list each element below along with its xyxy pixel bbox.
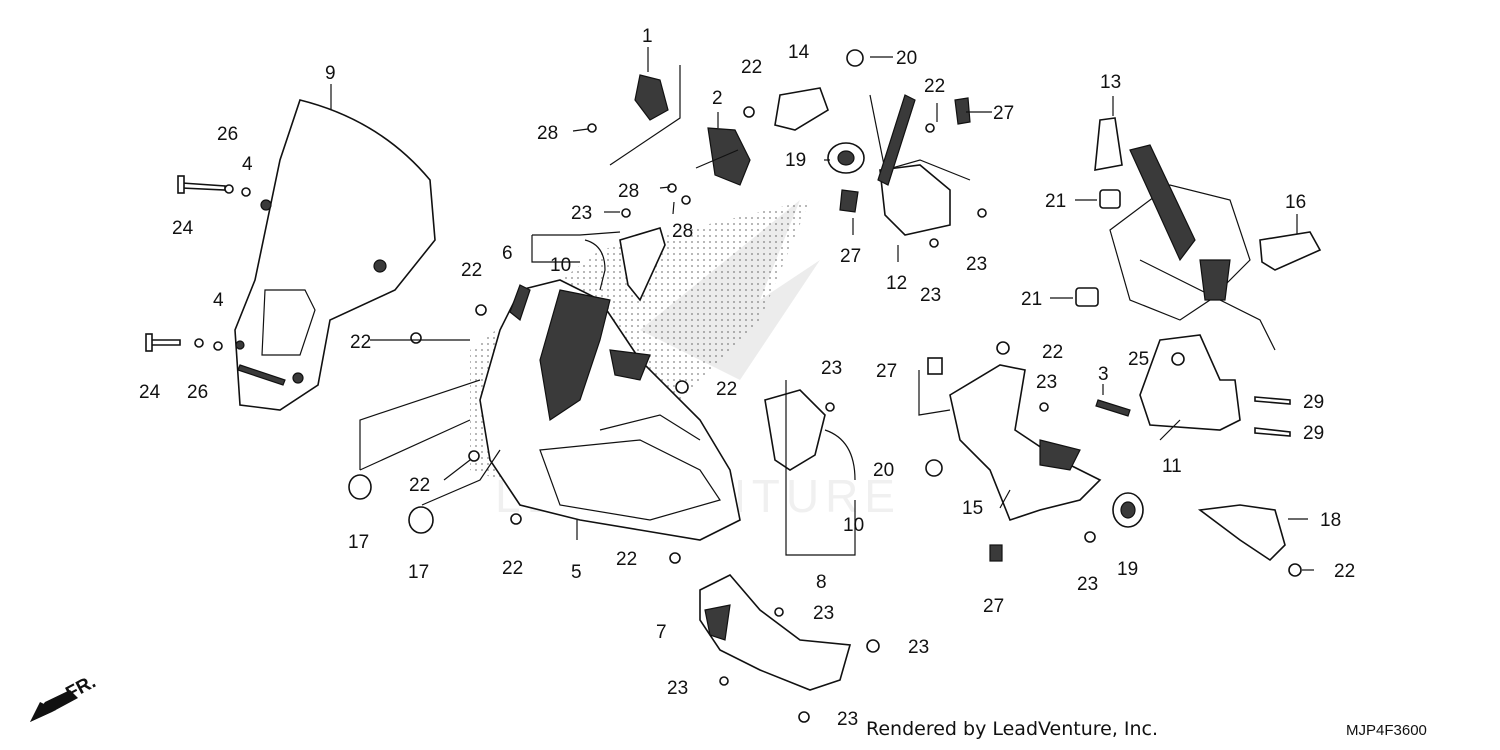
callout-18: 18 <box>1320 510 1341 531</box>
callout-23-h: 23 <box>908 637 929 658</box>
callout-23-g: 23 <box>813 603 834 624</box>
callout-22-a: 22 <box>741 57 762 78</box>
part-8-cover <box>764 389 856 481</box>
part-2-switch <box>695 127 751 186</box>
callout-25: 25 <box>1128 349 1149 370</box>
callout-9: 9 <box>325 63 336 84</box>
part-19-grommet-top <box>827 142 865 174</box>
callout-6: 6 <box>502 243 513 264</box>
leader-lines <box>330 47 1314 571</box>
callout-4-upper: 4 <box>242 154 253 175</box>
callout-21-upper: 21 <box>1045 191 1066 212</box>
callout-26-lower: 26 <box>187 382 208 403</box>
part-20-grommet-top <box>846 49 864 67</box>
callout-labels: 1 2 3 4 4 5 6 7 8 9 10 10 11 12 13 14 15… <box>139 26 1355 730</box>
callout-2: 2 <box>712 88 723 109</box>
part-6-bracket <box>584 227 666 302</box>
callout-27-c: 27 <box>876 361 897 382</box>
part-7-panel <box>699 574 852 691</box>
callout-17-left: 17 <box>348 532 369 553</box>
callout-21-lower: 21 <box>1021 289 1042 310</box>
diagram-code: MJP4F3600 <box>1346 722 1427 739</box>
part-16-bracket <box>1259 231 1322 271</box>
callout-28-b: 28 <box>618 181 639 202</box>
part-27-spring <box>954 97 971 125</box>
callout-23-a: 23 <box>571 203 592 224</box>
callout-23-c: 23 <box>920 285 941 306</box>
part-11-stay <box>1109 144 1276 431</box>
callout-22-f: 22 <box>716 379 737 400</box>
callout-22-i: 22 <box>616 549 637 570</box>
callout-20-lower: 20 <box>873 460 894 481</box>
callout-14: 14 <box>788 42 810 63</box>
callout-22-g: 22 <box>409 475 430 496</box>
callout-22-e: 22 <box>1042 342 1063 363</box>
callout-27-b: 27 <box>840 246 861 267</box>
callout-1: 1 <box>642 26 653 47</box>
callout-12: 12 <box>886 273 907 294</box>
callout-23-i: 23 <box>667 678 688 699</box>
callout-23-d: 23 <box>821 358 842 379</box>
part-18-bracket <box>1197 504 1286 562</box>
callout-23-j: 23 <box>837 709 858 730</box>
callout-8: 8 <box>816 572 827 593</box>
front-cowl <box>479 279 741 541</box>
callout-22-j: 22 <box>1334 561 1355 582</box>
callout-11: 11 <box>1162 456 1182 477</box>
part-15-bracket <box>949 364 1131 521</box>
callout-28-c: 28 <box>672 221 693 242</box>
part-17-grommets <box>348 474 434 534</box>
callout-7: 7 <box>656 622 667 643</box>
callout-17-right: 17 <box>408 562 429 583</box>
callout-27-d: 27 <box>983 596 1004 617</box>
callout-16: 16 <box>1285 192 1306 213</box>
callout-26-upper: 26 <box>217 124 238 145</box>
part-14-clip <box>774 87 829 131</box>
callout-22-c: 22 <box>461 260 482 281</box>
callout-19-upper: 19 <box>785 150 806 171</box>
callout-22-h: 22 <box>502 558 523 579</box>
callout-3: 3 <box>1098 364 1109 385</box>
callout-22-b: 22 <box>924 76 945 97</box>
callout-27-a: 27 <box>993 103 1014 124</box>
callout-23-f: 23 <box>1077 574 1098 595</box>
callout-28-a: 28 <box>537 123 558 144</box>
credit-text: Rendered by LeadVenture, Inc. <box>866 718 1159 740</box>
callout-23-b: 23 <box>966 254 987 275</box>
callout-13: 13 <box>1100 72 1121 93</box>
part-27-clip-a <box>839 189 859 213</box>
callout-5: 5 <box>571 562 582 583</box>
part-12-bracket <box>869 94 971 236</box>
windscreen <box>234 99 436 411</box>
callout-24-lower: 24 <box>139 382 161 403</box>
callout-20-upper: 20 <box>896 48 917 69</box>
callout-10-upper: 10 <box>550 255 571 276</box>
callout-23-e: 23 <box>1036 372 1057 393</box>
part-13-bracket <box>1094 117 1123 171</box>
front-direction-arrow: FR. <box>30 672 99 722</box>
callout-29-lower: 29 <box>1303 423 1324 444</box>
callout-29-upper: 29 <box>1303 392 1324 413</box>
callout-15: 15 <box>962 498 983 519</box>
part-19-grommet-right <box>1112 492 1144 528</box>
callout-22-d: 22 <box>350 332 371 353</box>
callout-19-lower: 19 <box>1117 559 1138 580</box>
fasteners <box>145 106 1302 723</box>
callout-4-lower: 4 <box>213 290 224 311</box>
callout-24-upper: 24 <box>172 218 194 239</box>
callout-10-lower: 10 <box>843 515 864 536</box>
part-1-switch <box>609 65 681 166</box>
part-20-grommet-mid <box>925 459 943 477</box>
part-21-collars <box>1075 189 1121 307</box>
